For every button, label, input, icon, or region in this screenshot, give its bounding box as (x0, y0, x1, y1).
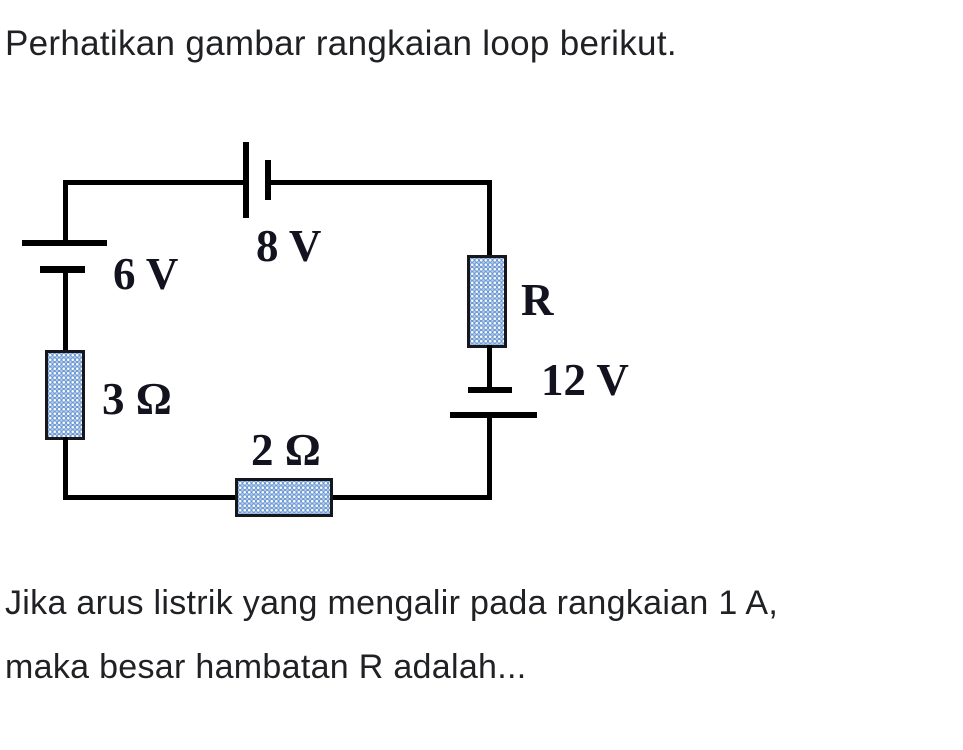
battery-6v-long-plate (22, 240, 107, 246)
wire-right-lower (487, 418, 492, 500)
label-battery-8v: 8 V (256, 221, 322, 271)
wire-top-right (271, 180, 492, 185)
question-line-2: maka besar hambatan R adalah... (5, 648, 527, 686)
question-line-1: Jika arus listrik yang mengalir pada ran… (5, 584, 779, 622)
question-intro-text: Perhatikan gambar rangkaian loop berikut… (5, 24, 677, 63)
label-battery-12v: 12 V (541, 355, 629, 405)
label-resistor-2ohm: 2 Ω (251, 425, 321, 475)
wire-top-left (63, 180, 244, 185)
label-resistor-r: R (521, 275, 554, 325)
resistor-3ohm (45, 350, 85, 440)
label-resistor-3ohm: 3 Ω (102, 374, 172, 424)
battery-8v-long-plate (243, 142, 249, 218)
battery-12v-short-plate (468, 387, 512, 393)
resistor-r (467, 255, 507, 348)
wire-left-middle (63, 273, 68, 353)
label-battery-6v: 6 V (113, 249, 179, 299)
battery-8v-short-plate (265, 160, 271, 200)
wire-right-upper (487, 180, 492, 258)
battery-6v-short-plate (40, 266, 85, 273)
resistor-2ohm (235, 478, 333, 517)
battery-12v-long-plate (450, 412, 537, 418)
wire-right-middle (487, 345, 492, 390)
wire-left-lower (63, 437, 68, 500)
wire-left-upper (63, 180, 68, 240)
